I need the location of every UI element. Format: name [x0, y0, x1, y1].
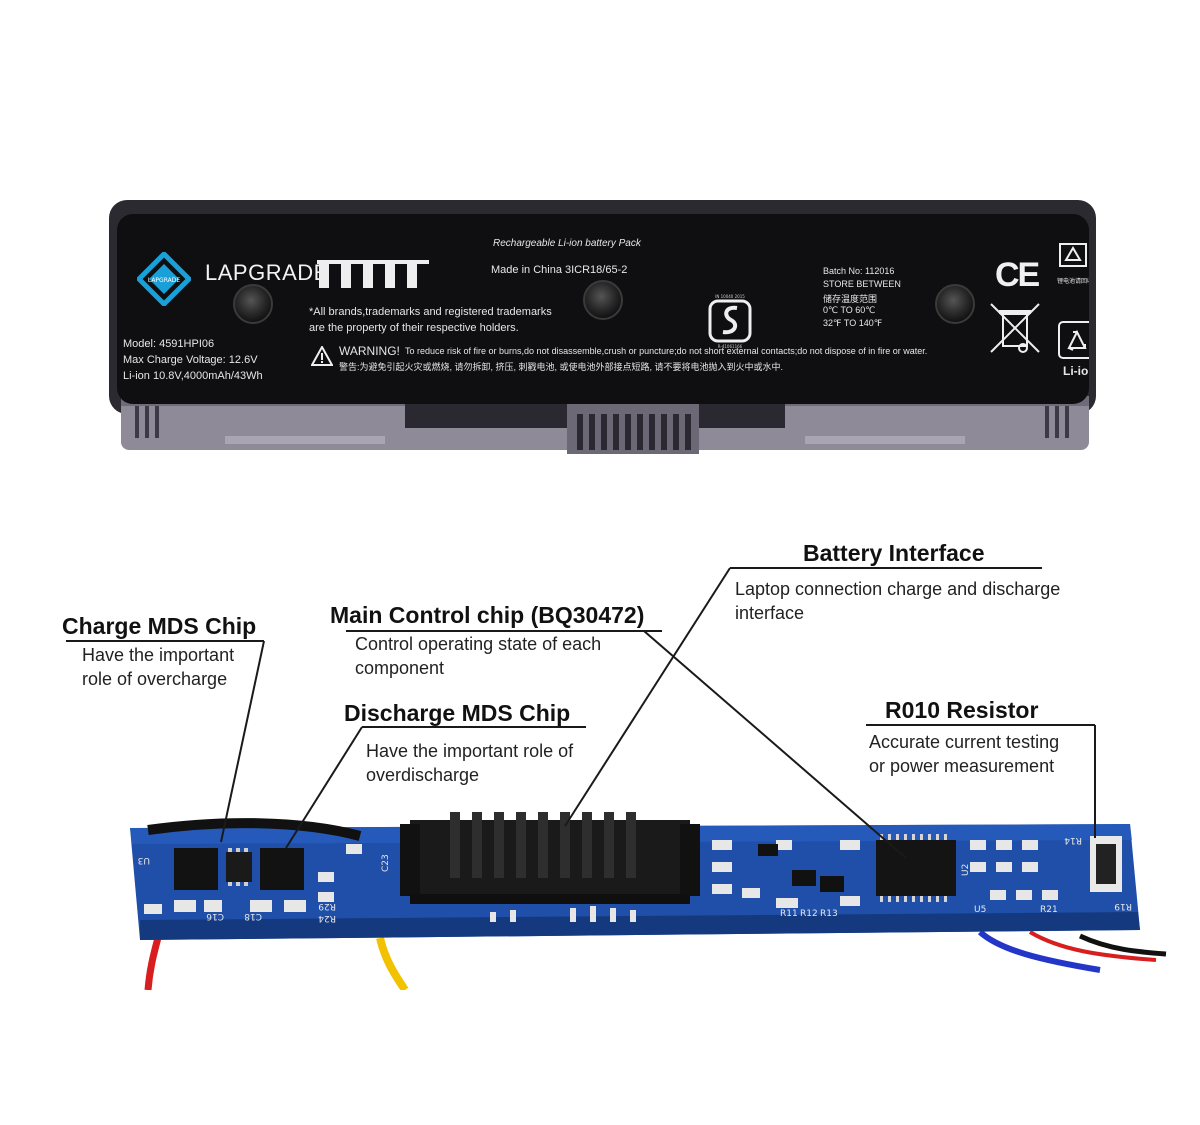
model-line-1: Model: 4591HPI06: [123, 338, 215, 350]
batch-line-2: STORE BETWEEN: [823, 279, 901, 289]
warning-text-cn: 警告:为避免引起火灾或燃烧, 请勿拆卸, 挤压, 刺戳电池, 或使电池外部接点短…: [339, 362, 784, 372]
silk-r14: R14: [1064, 835, 1082, 845]
batch-line-1: Batch No: 112016: [823, 266, 895, 276]
discharge-mds-desc-line-1: Have the important role of: [366, 741, 574, 761]
silk-r29: R29: [318, 901, 336, 911]
wire-black: [1078, 933, 1167, 957]
batch-line-3: 储存温度范围: [823, 294, 878, 304]
main-control-chip: [876, 834, 956, 902]
discharge-mds-desc-line-2: overdischarge: [366, 765, 480, 785]
warning-label: WARNING!: [339, 344, 400, 358]
passive-components-left: [144, 844, 362, 914]
silk-u5: U5: [974, 905, 986, 915]
stamp-bottom-text: R-41061166: [718, 344, 743, 349]
silk-r12: R12: [800, 909, 818, 919]
battery-label: LAPGRADE LAPGRADE Rechargeable Li-ion ba…: [117, 214, 1089, 404]
screw-hole-left: [233, 284, 273, 324]
trademark-line-1: *All brands,trademarks and registered tr…: [309, 306, 552, 318]
charge-mds-title: Charge MDS Chip: [62, 613, 257, 639]
recycle-caption: 锂电池请回收: [1057, 279, 1089, 285]
silk-c18: C18: [244, 911, 262, 921]
weee-crossed-bin-icon: [990, 303, 1040, 353]
silk-r19: R19: [1114, 901, 1132, 911]
li-ion-label: Li-ion: [1063, 364, 1089, 378]
r010-desc-line-2: or power measurement: [869, 756, 1055, 776]
silk-c16: C16: [206, 911, 224, 921]
battery-interface-desc-line-1: Laptop connection charge and discharge: [735, 579, 1061, 599]
li-ion-recycle-icon: [1058, 321, 1089, 359]
silk-r13: R13: [820, 909, 838, 919]
made-in-text: Made in China 3ICR18/65-2: [491, 264, 628, 276]
screw-hole-center: [583, 280, 623, 320]
charge-mds-desc-line-1: Have the important: [82, 645, 235, 665]
silk-r24: R24: [318, 913, 336, 923]
model-line-3: Li-ion 10.8V,4000mAh/43Wh: [123, 370, 263, 382]
battery-interface-title: Battery Interface: [803, 540, 985, 566]
silk-c23: C23: [381, 854, 391, 872]
wire-yellow: [376, 937, 409, 990]
certification-stamp-icon: IN 10040 2015 R-41061166: [708, 294, 752, 349]
silk-u4: U4: [321, 871, 334, 881]
r010-title: R010 Resistor: [885, 697, 1039, 723]
main-control-desc-line-2: component: [355, 658, 445, 678]
silk-r21: R21: [1040, 905, 1058, 915]
pcb-board-image: U3 C16 C18 R29 R24 U4 C23 R14 U5 R11 R12…: [130, 812, 1167, 990]
logo-text: LAPGRADE: [148, 277, 181, 284]
trademark-line-2: are the property of their respective hol…: [309, 322, 519, 334]
charge-mds-chip: [174, 848, 218, 890]
wire-red-right: [1028, 930, 1157, 962]
silk-u2: U2: [961, 864, 971, 876]
pack-title: Rechargeable Li-ion battery Pack: [493, 238, 641, 249]
discharge-mds-title: Discharge MDS Chip: [344, 700, 571, 726]
discharge-mds-chip: [260, 848, 304, 890]
passive-components-right: [970, 840, 1058, 900]
batch-line-4: 0℃ TO 60℃: [823, 305, 876, 315]
battery-pack-image: LAPGRADE LAPGRADE Rechargeable Li-ion ba…: [105, 196, 1100, 458]
batch-line-5: 32℉ TO 140℉: [823, 318, 883, 328]
ce-mark: CE: [995, 256, 1040, 294]
main-control-desc-line-1: Control operating state of each: [355, 634, 602, 654]
main-control-title: Main Control chip (BQ30472): [330, 602, 645, 628]
battery-interface-desc-line-2: interface: [735, 603, 805, 623]
screw-hole-right: [935, 284, 975, 324]
battery-interface-connector: [400, 812, 700, 904]
silk-u3: U3: [138, 855, 150, 865]
brand-name: LAPGRADE: [205, 260, 329, 285]
cell-layout-mark-icon: [317, 260, 429, 288]
r010-desc-line-1: Accurate current testing: [869, 732, 1060, 752]
stamp-top-text: IN 10040 2015: [715, 294, 745, 299]
warning-triangle-icon: [311, 346, 333, 366]
silk-r11: R11: [780, 909, 798, 919]
r010-resistor: [1090, 836, 1122, 892]
warning-text: To reduce risk of fire or burns,do not d…: [405, 346, 928, 356]
lapgrade-logo-icon: LAPGRADE: [137, 252, 191, 306]
model-line-2: Max Charge Voltage: 12.6V: [123, 354, 258, 366]
charge-mds-desc-line-2: role of overcharge: [82, 669, 228, 689]
recycle-pb-icon: [1059, 243, 1087, 267]
wire-blue: [977, 929, 1101, 973]
